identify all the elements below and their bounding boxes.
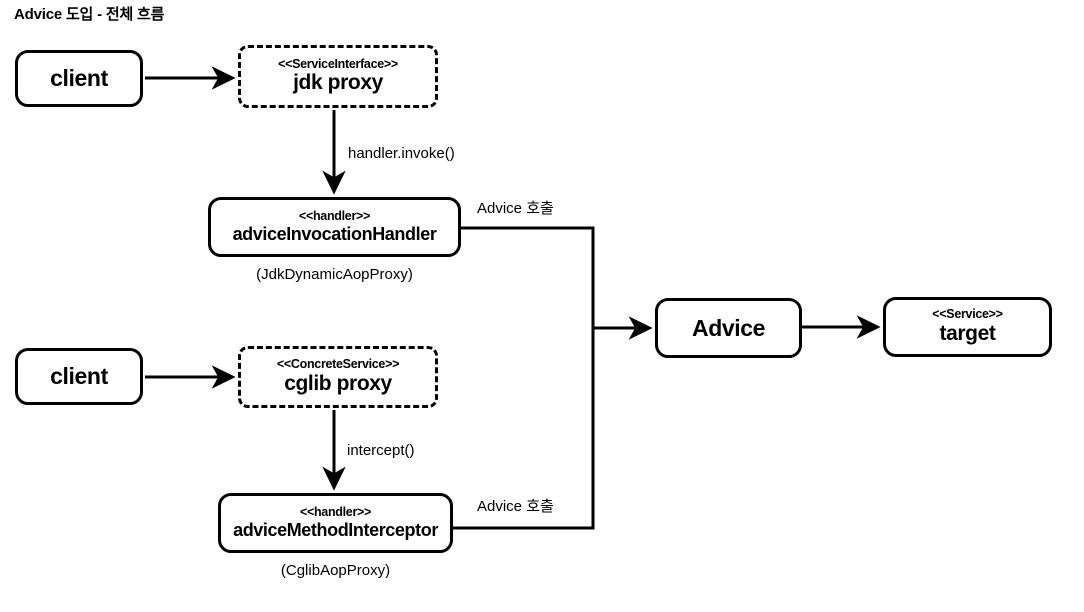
node-cglib-proxy-stereotype: <<ConcreteService>> bbox=[276, 357, 400, 372]
page-title: Advice 도입 - 전체 흐름 bbox=[14, 6, 165, 23]
node-advice-method-interceptor-label: adviceMethodInterceptor bbox=[233, 519, 438, 540]
edge-label-handler-invoke: handler.invoke() bbox=[348, 145, 455, 162]
node-cglib-proxy-label: cglib proxy bbox=[284, 371, 392, 395]
node-jdk-proxy-stereotype: <<ServiceInterface>> bbox=[278, 56, 398, 71]
node-advice-invocation-handler-stereotype: <<handler>> bbox=[298, 209, 371, 224]
node-client-bottom-label: client bbox=[50, 363, 108, 390]
node-advice[interactable]: Advice bbox=[655, 298, 802, 358]
edge-handler-to-advice bbox=[459, 226, 595, 330]
node-advice-label: Advice bbox=[691, 314, 766, 341]
node-advice-method-interceptor-stereotype: <<handler>> bbox=[299, 505, 372, 520]
node-client-top-label: client bbox=[50, 65, 108, 92]
edge-label-advice-call-top: Advice 호출 bbox=[477, 200, 554, 217]
node-advice-method-interceptor[interactable]: <<handler>> adviceMethodInterceptor bbox=[218, 493, 453, 553]
node-advice-invocation-handler[interactable]: <<handler>> adviceInvocationHandler bbox=[208, 197, 461, 257]
caption-cglib-aop-proxy: (CglibAopProxy) bbox=[280, 562, 391, 579]
node-client-bottom[interactable]: client bbox=[15, 348, 143, 405]
node-jdk-proxy[interactable]: <<ServiceInterface>> jdk proxy bbox=[238, 45, 438, 108]
caption-jdk-dynamic-aop-proxy: (JdkDynamicAopProxy) bbox=[256, 266, 413, 283]
node-target-stereotype: <<Service>> bbox=[932, 307, 1003, 322]
node-cglib-proxy[interactable]: <<ConcreteService>> cglib proxy bbox=[238, 346, 438, 408]
node-target-label: target bbox=[939, 321, 996, 345]
node-advice-invocation-handler-label: adviceInvocationHandler bbox=[232, 223, 437, 244]
node-target[interactable]: <<Service>> target bbox=[883, 297, 1052, 357]
edge-label-intercept: intercept() bbox=[347, 442, 415, 459]
node-jdk-proxy-label: jdk proxy bbox=[293, 71, 383, 95]
node-client-top[interactable]: client bbox=[15, 50, 143, 107]
edge-label-advice-call-bottom: Advice 호출 bbox=[477, 498, 554, 515]
